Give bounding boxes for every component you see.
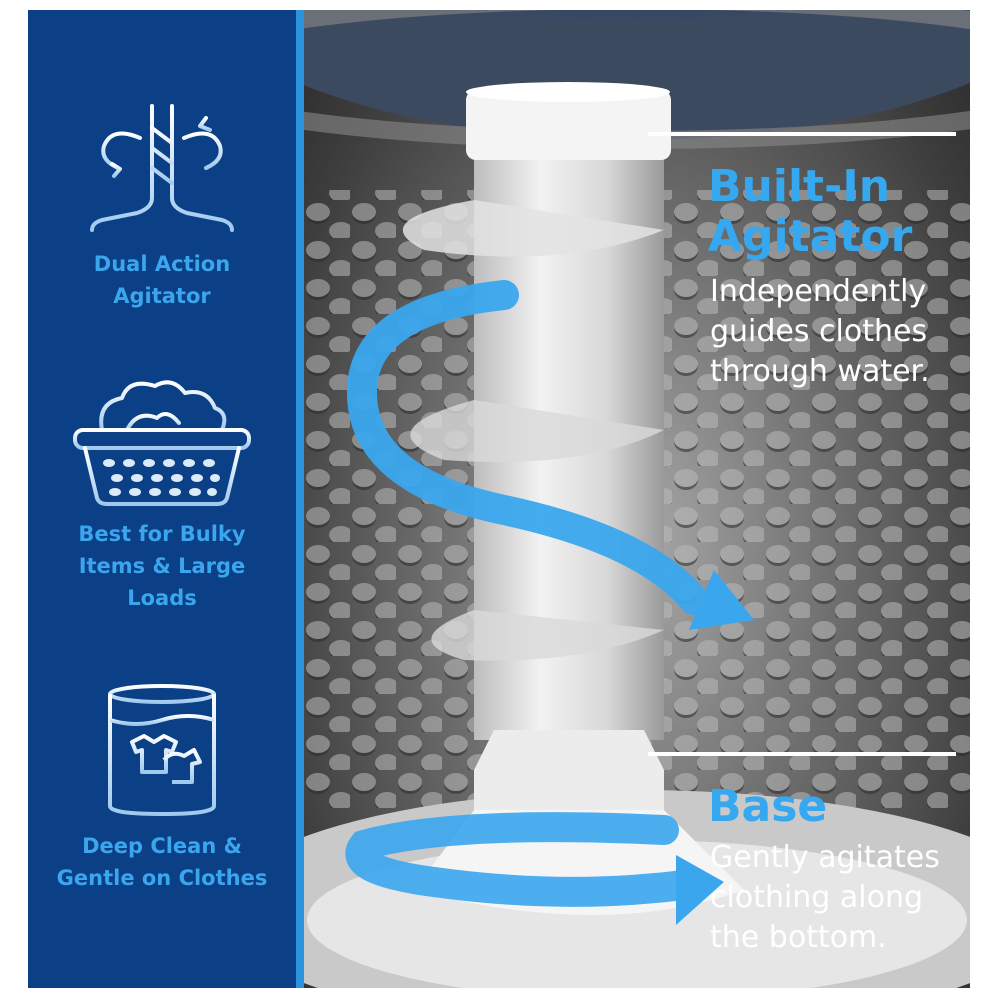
feature-deep-clean: Deep Clean & Gentle on Clothes <box>28 680 296 894</box>
base-description: Gently agitates clothing along the botto… <box>710 840 940 955</box>
agitator-heading: Built-In Agitator <box>708 161 913 262</box>
agitator-description: Independently guides clothes through wat… <box>710 274 930 389</box>
feature-label: Dual Action Agitator <box>93 252 231 308</box>
infographic-frame: Dual Action Agitator <box>28 10 970 988</box>
feature-label: Deep Clean & Gentle on Clothes <box>56 834 268 890</box>
feature-sidebar: Dual Action Agitator <box>28 10 296 988</box>
washer-drum-illustration <box>304 10 970 988</box>
sidebar-divider <box>296 10 304 988</box>
feature-bulky-items: Best for Bulky Items & Large Loads <box>28 368 296 614</box>
water-glass-clothes-icon <box>108 684 216 816</box>
base-heading: Base <box>708 781 828 832</box>
feature-label: Best for Bulky Items & Large Loads <box>78 522 246 610</box>
callout-rule-top <box>648 132 956 136</box>
dual-action-agitator-icon <box>90 104 234 232</box>
laundry-basket-icon <box>73 380 251 506</box>
feature-dual-action: Dual Action Agitator <box>28 98 296 312</box>
callout-rule-bottom <box>648 752 956 756</box>
agitator-photo <box>304 10 970 988</box>
